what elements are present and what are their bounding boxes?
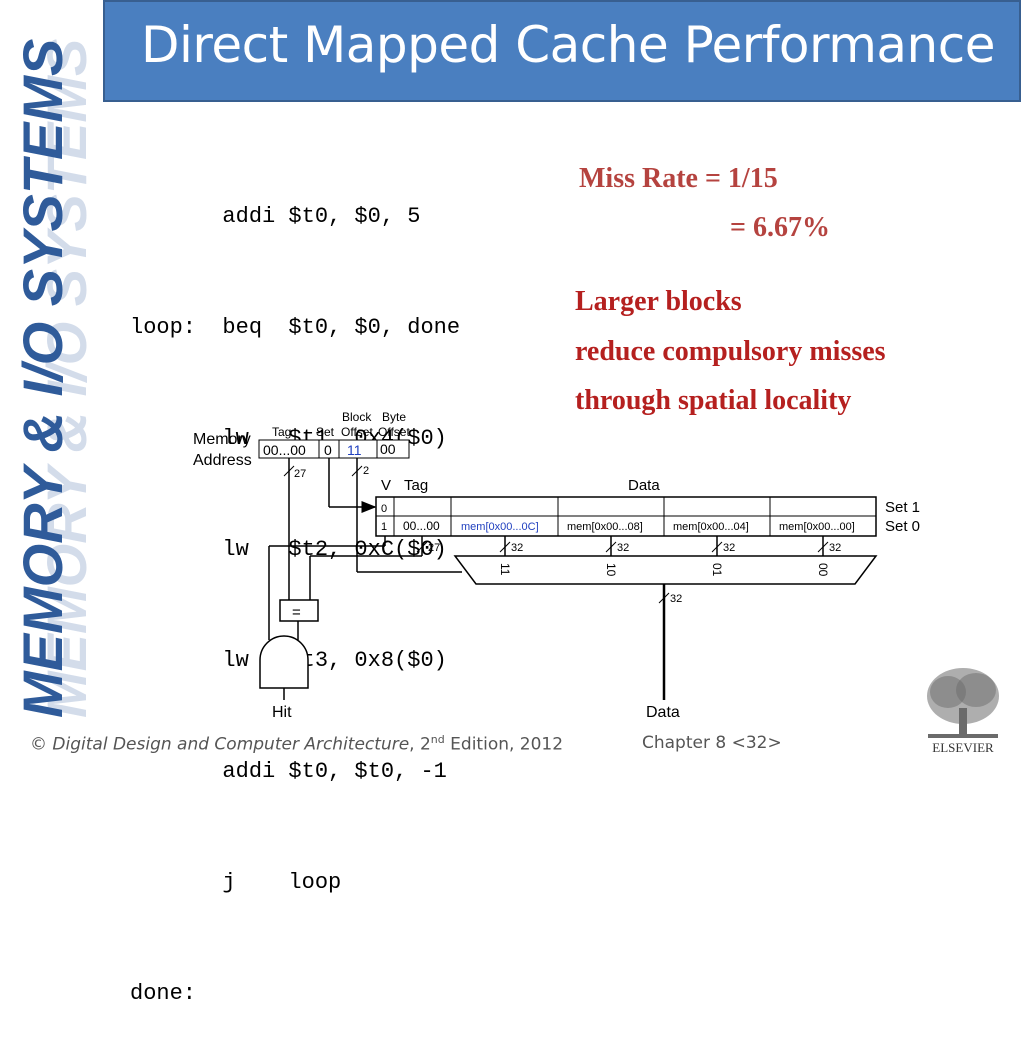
mux-output-width: 32 (670, 593, 682, 605)
word1-width-32: 32 (723, 542, 735, 554)
multiplexer (453, 555, 878, 585)
code-line: loop: beq $t0, $0, done (130, 315, 461, 340)
word0-width-32: 32 (829, 542, 841, 554)
edition-post: Edition, 2012 (444, 734, 564, 755)
elsevier-logo: ELSEVIER (927, 668, 999, 755)
row0-word-0: mem[0x00...00] (779, 521, 855, 533)
sidebar-text-svg: MEMORY & I/O SYSTEMS MEMORY & I/O SYSTEM… (11, 39, 98, 718)
bus-width-2: 2 (363, 465, 369, 477)
footer-copyright: © Digital Design and Computer Architectu… (30, 733, 563, 755)
word3-width-32: 32 (511, 542, 523, 554)
address-wires (288, 458, 462, 600)
larger-blocks-line-2: reduce compulsory misses (575, 336, 886, 367)
sidebar-branding: MEMORY & I/O SYSTEMS MEMORY & I/O SYSTEM… (0, 0, 100, 725)
field-block-label: Block (342, 410, 372, 424)
field-set-label: Set (316, 425, 335, 439)
comparator-symbol: = (292, 604, 301, 621)
row0-word-1: mem[0x00...04] (673, 521, 749, 533)
data-output-label: Data (646, 704, 680, 721)
miss-rate-line-1: Miss Rate = 1/15 (579, 163, 778, 194)
mux-input-00: 00 (816, 563, 830, 577)
code-line: addi $t0, $0, 5 (130, 204, 421, 229)
set1-label: Set 1 (885, 499, 920, 516)
sidebar-reflection-text: MEMORY & I/O SYSTEMS (35, 39, 98, 718)
field-byte-offset-label: Offset (378, 425, 410, 439)
copyright-symbol: © (30, 734, 47, 755)
addr-block-value: 11 (347, 442, 362, 458)
sidebar-text: MEMORY & I/O SYSTEMS (11, 39, 74, 718)
tag-width-27: 27 (428, 542, 440, 554)
field-block-offset-label: Offset (341, 425, 373, 439)
row0-word-3: mem[0x00...0C] (461, 521, 539, 533)
word2-width-32: 32 (617, 542, 629, 554)
addr-tag-value: 00...00 (263, 442, 306, 458)
cache-table (375, 496, 877, 537)
bus-width-27: 27 (294, 468, 306, 480)
addr-set-value: 0 (324, 442, 332, 458)
page-title: Direct Mapped Cache Performance (141, 16, 995, 74)
mux-input-11: 11 (498, 563, 512, 576)
set0-label: Set 0 (885, 518, 920, 535)
col-tag-label: Tag (404, 477, 428, 494)
memory-label: Memory (193, 431, 251, 448)
addr-byte-value: 00 (380, 441, 396, 457)
comparator (279, 599, 319, 622)
chapter-label: Chapter 8 <32> (642, 733, 782, 753)
edition-sup: nd (430, 733, 445, 746)
row0-tag: 00...00 (403, 519, 440, 533)
code-line: j loop (130, 870, 342, 895)
row0-valid: 1 (381, 521, 387, 533)
edition-pre: , 2 (409, 734, 431, 755)
mux-input-10: 10 (604, 563, 618, 577)
code-line: done: (130, 981, 197, 1006)
cache-diagram: Memory Address Tag Set Block Offset Byte… (193, 410, 920, 721)
address-label: Address (193, 452, 252, 469)
and-gate (259, 635, 309, 689)
hit-label: Hit (272, 704, 292, 721)
code-line: lw $t2, 0xC($0) (130, 537, 447, 562)
larger-blocks-line-1: Larger blocks (575, 286, 742, 317)
larger-blocks-line-3: through spatial locality (575, 385, 852, 416)
title-bar: Direct Mapped Cache Performance (103, 0, 1021, 102)
address-register (258, 439, 410, 459)
row1-valid: 0 (381, 503, 387, 515)
miss-rate-line-2: = 6.67% (730, 212, 830, 243)
col-v-label: V (381, 477, 391, 494)
col-data-label: Data (628, 477, 660, 494)
field-byte-label: Byte (382, 410, 406, 424)
logo-text: ELSEVIER (932, 740, 994, 755)
book-title: Digital Design and Computer Architecture (52, 734, 410, 755)
mux-input-01: 01 (710, 563, 724, 577)
row0-word-2: mem[0x00...08] (567, 521, 643, 533)
field-tag-label: Tag (272, 425, 291, 439)
